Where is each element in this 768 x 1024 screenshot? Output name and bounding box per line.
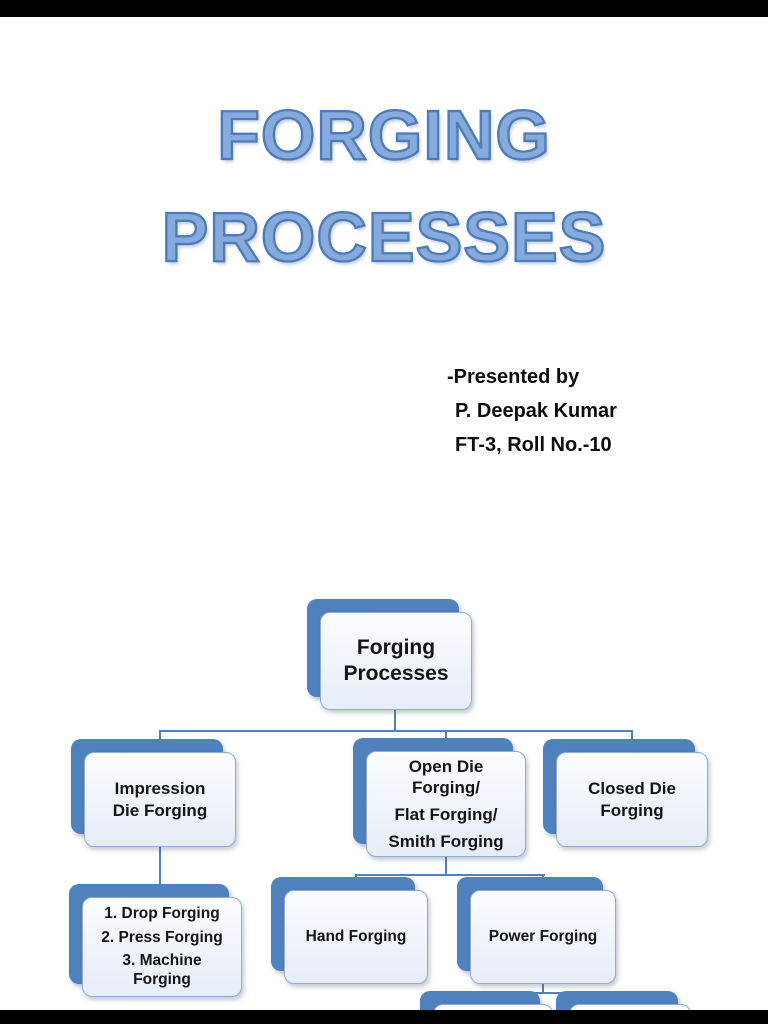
- node-label: Closed Die Forging: [588, 779, 676, 820]
- node-box: Open Die Forging/ Flat Forging/ Smith Fo…: [366, 751, 526, 857]
- byline-roll-number: FT-3, Roll No.-10: [455, 434, 612, 456]
- node-forging-types-list: 1. Drop Forging 2. Press Forging 3. Mach…: [69, 884, 242, 997]
- connector-line: [445, 857, 447, 875]
- node-forging-processes: Forging Processes: [307, 599, 472, 710]
- node-impression-die-forging: Impression Die Forging: [71, 739, 236, 847]
- node-label: Impression Die Forging: [112, 779, 208, 820]
- node-box: Hand Forging: [284, 890, 428, 984]
- list-item: 3. Machine Forging: [122, 952, 202, 989]
- title-line-1: FORGING: [216, 95, 551, 175]
- node-label-line: Open Die Forging/: [408, 756, 484, 797]
- node-hand-forging: Hand Forging: [271, 877, 428, 984]
- node-label: Power Forging: [488, 928, 598, 946]
- node-label-line: Flat Forging/: [394, 805, 498, 824]
- node-box: Closed Die Forging: [556, 752, 708, 847]
- node-box: 1. Drop Forging 2. Press Forging 3. Mach…: [82, 897, 242, 997]
- node-open-die-forging: Open Die Forging/ Flat Forging/ Smith Fo…: [353, 738, 526, 857]
- connector-line: [159, 730, 633, 732]
- connector-line: [394, 710, 396, 731]
- bottom-letterbox-bar: [0, 1010, 768, 1024]
- byline: -Presented by P. Deepak Kumar FT-3, Roll…: [447, 366, 617, 468]
- node-box: Forging Processes: [320, 612, 472, 710]
- list-item: 1. Drop Forging: [104, 905, 220, 923]
- node-power-forging: Power Forging: [457, 877, 616, 984]
- node-box: Power Forging: [470, 890, 616, 984]
- node-box: Impression Die Forging: [84, 752, 236, 847]
- slide-title: FORGING PROCESSES: [0, 84, 768, 288]
- byline-presenter-name: P. Deepak Kumar: [455, 400, 617, 422]
- title-line-2: PROCESSES: [160, 197, 607, 277]
- byline-presented-by: -Presented by: [447, 366, 580, 388]
- node-label: Forging Processes: [343, 635, 449, 685]
- node-label-line: Smith Forging: [388, 832, 504, 852]
- list-item: 2. Press Forging: [101, 928, 223, 946]
- node-label: Hand Forging: [305, 928, 407, 946]
- top-letterbox-bar: [0, 0, 768, 17]
- connector-line: [355, 874, 545, 876]
- connector-line: [159, 847, 161, 899]
- connector-line: [542, 984, 544, 993]
- node-closed-die-forging: Closed Die Forging: [543, 739, 708, 847]
